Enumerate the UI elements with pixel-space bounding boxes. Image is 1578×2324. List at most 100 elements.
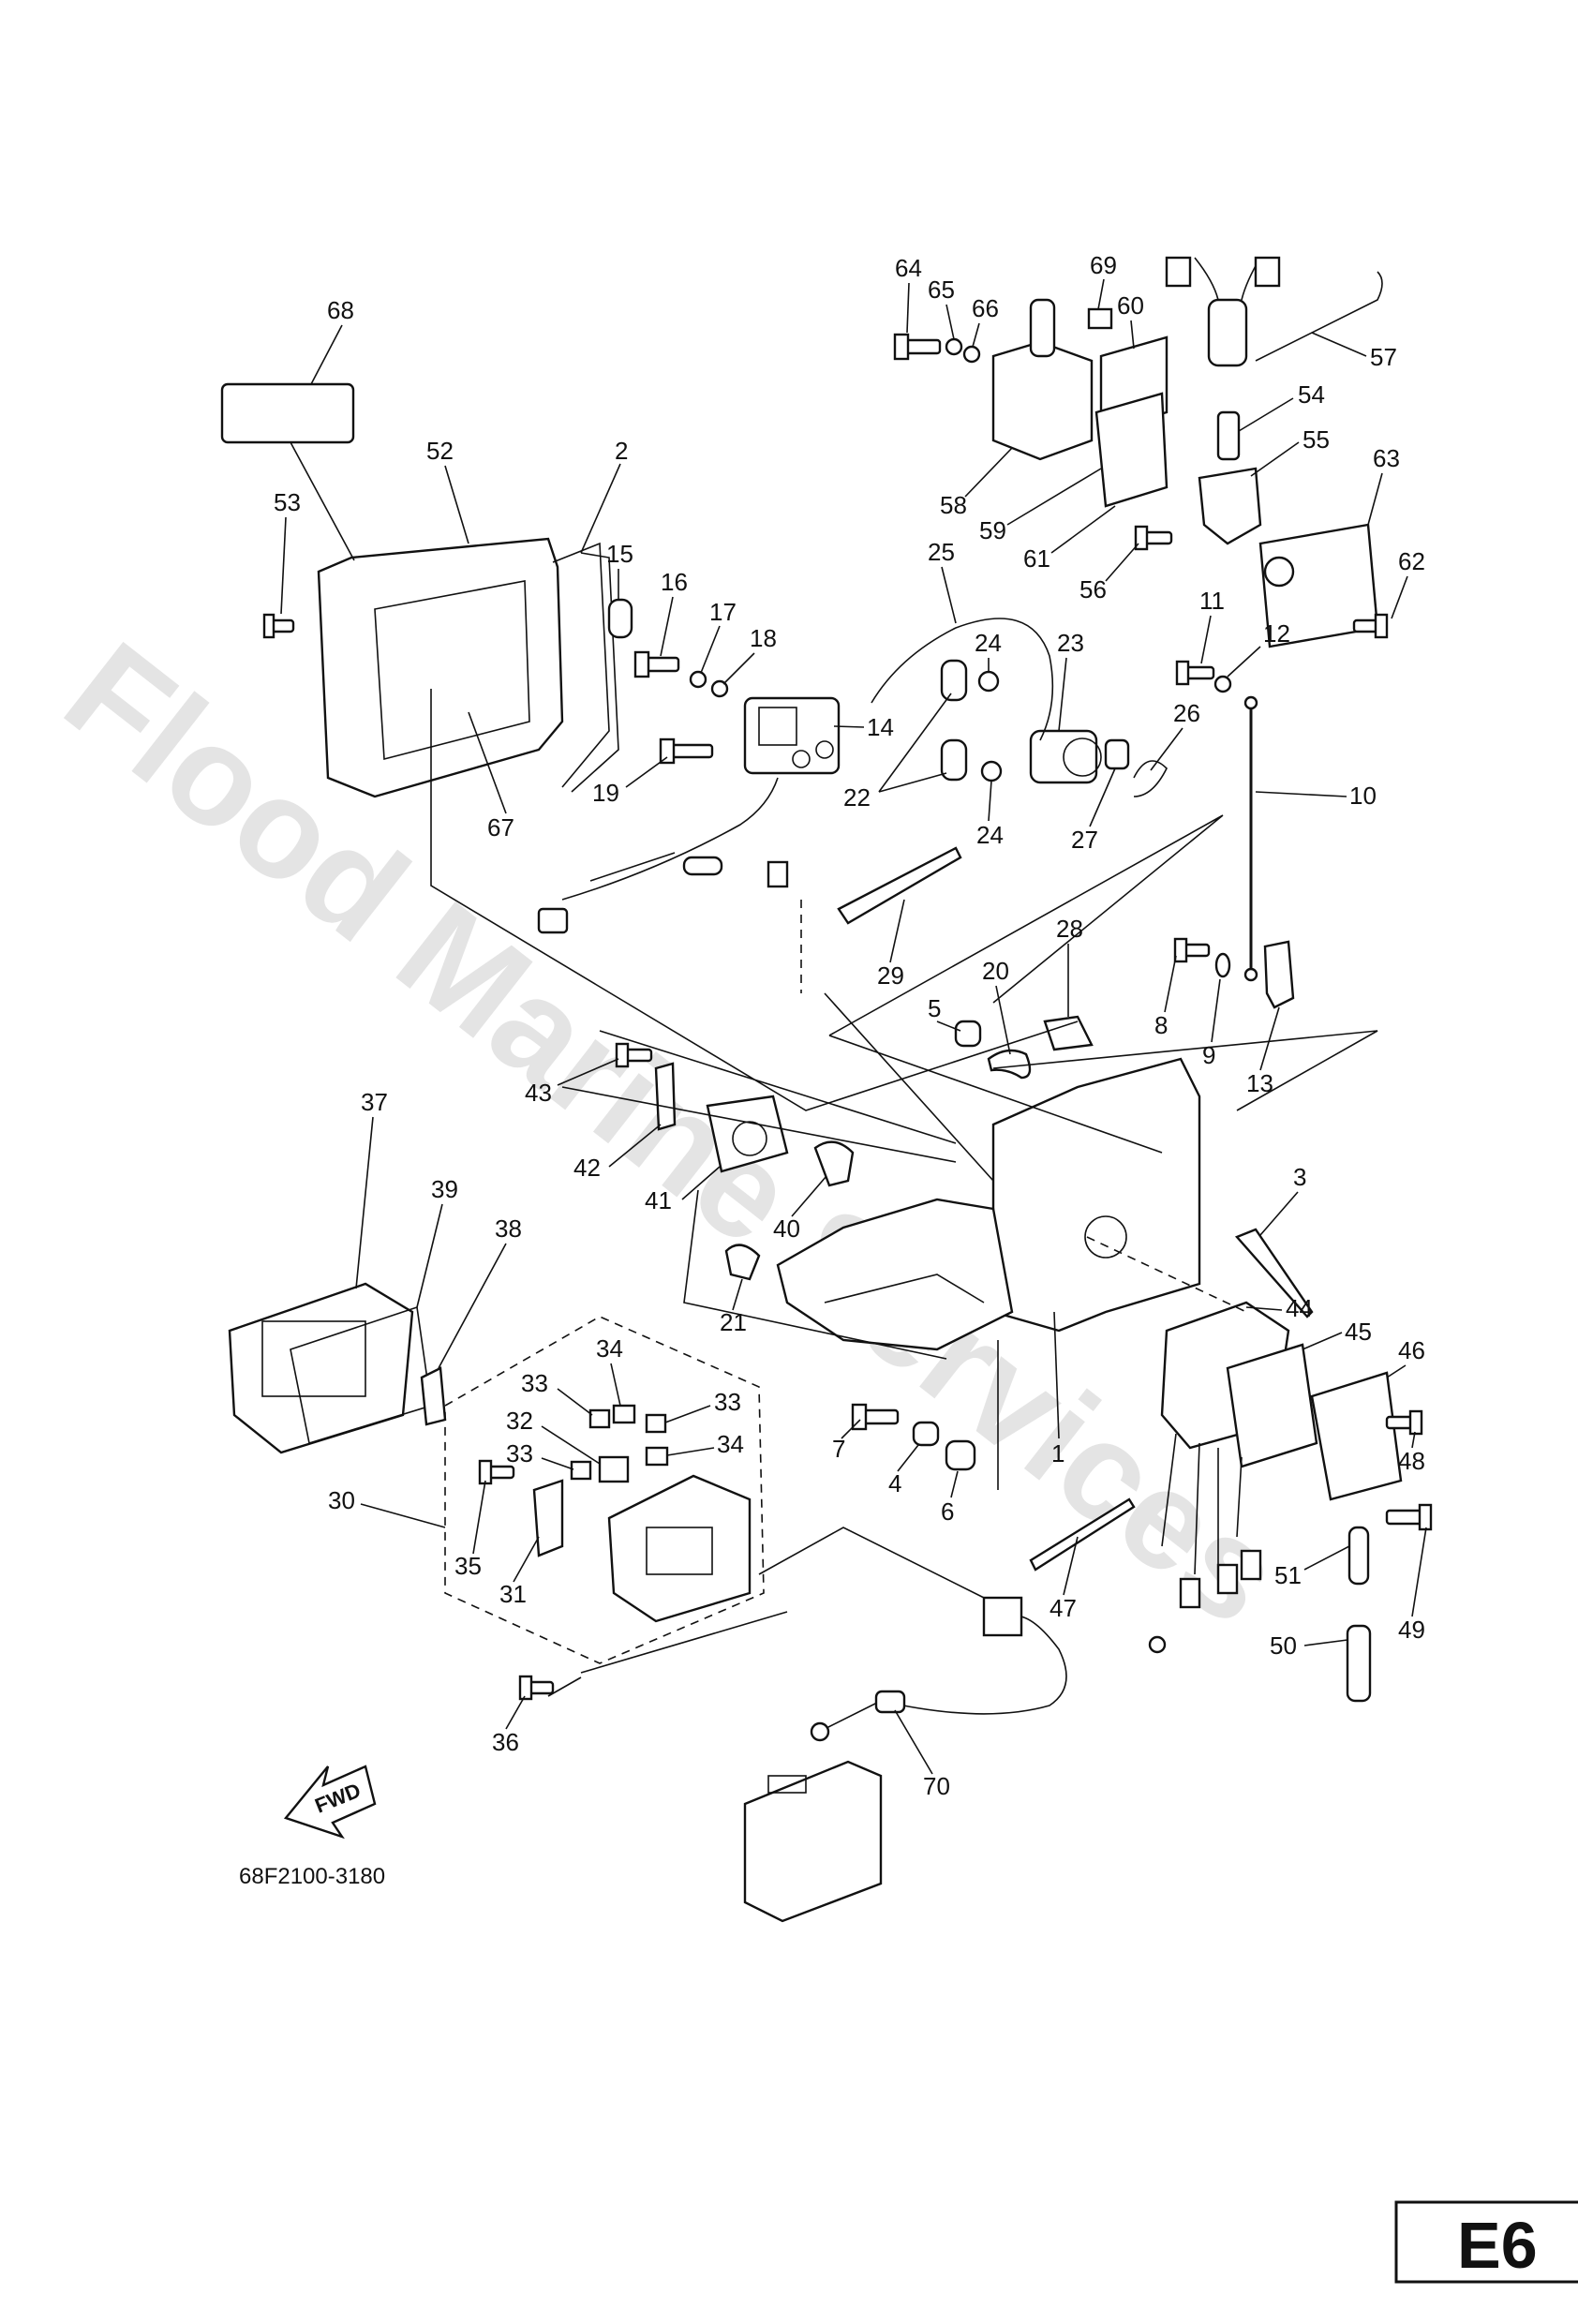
callout-59: 59 [979,516,1006,544]
callout-12: 12 [1263,619,1290,648]
cable-tie-47 [1029,1497,1136,1572]
holder-28 [1043,1015,1094,1051]
callout-63: 63 [1373,444,1400,472]
battery [743,1760,883,1923]
cover-52 [317,537,619,798]
grommet-5 [954,1020,982,1048]
fwd-arrow-icon: FWD [283,1765,377,1840]
holder-59 [1094,392,1169,508]
part-27 [1104,738,1130,770]
group-30-outline [444,1316,765,1664]
callout-62: 62 [1398,547,1425,575]
callout-21: 21 [720,1308,747,1336]
coupler-33b [645,1413,667,1434]
callout-67: 67 [487,813,514,842]
label-plate-68 [220,382,355,444]
callout-27: 27 [1071,826,1098,854]
relay-14 [743,696,841,775]
callout-8: 8 [1154,1011,1168,1039]
bolt-7 [851,1403,900,1431]
bolt-64 [893,333,942,361]
coil-58 [991,298,1094,461]
bracket-13 [1263,940,1295,1009]
callout-39: 39 [431,1175,458,1203]
callout-25: 25 [928,538,955,566]
diagram-code: 68F2100-3180 [239,1864,385,1889]
callout-69: 69 [1090,251,1117,279]
part-69 [1087,307,1113,330]
callout-7: 7 [832,1435,845,1463]
nut-24a [977,670,1000,693]
bolt-36 [518,1675,555,1701]
part-drawings: FWD [220,256,1433,1923]
cdi-unit-30 [607,1474,752,1623]
tube-50 [1346,1624,1372,1703]
coupler-32 [598,1455,630,1483]
callout-23: 23 [1057,629,1084,657]
tie-57 [1255,271,1383,362]
callout-34b: 34 [717,1430,744,1458]
callout-5: 5 [928,994,941,1022]
callout-40: 40 [773,1214,800,1243]
callout-45: 45 [1345,1318,1372,1346]
bracket-1 [776,1057,1201,1351]
callout-37: 37 [361,1088,388,1116]
callout-9: 9 [1202,1041,1215,1069]
callout-18: 18 [750,624,777,652]
boot-22a [940,659,968,702]
callout-1: 1 [1051,1439,1064,1467]
cover-46 [1310,1371,1403,1501]
callout-53: 53 [274,488,301,516]
cable-tie-29 [837,846,962,925]
callout-50: 50 [1270,1631,1297,1660]
callout-19: 19 [592,779,619,807]
callout-24: 24 [975,629,1002,657]
collar-4 [912,1421,940,1447]
clip-26 [1133,760,1168,797]
callout-34: 34 [596,1334,623,1363]
callout-24b: 24 [976,821,1004,849]
callout-68: 68 [327,296,354,324]
callout-38: 38 [495,1214,522,1243]
callout-6: 6 [941,1497,954,1526]
callout-56: 56 [1079,575,1107,603]
callout-33: 33 [521,1369,548,1397]
wire-25 [871,618,1054,741]
callout-47: 47 [1050,1594,1077,1622]
bolt-16 [633,650,680,678]
callouts: 1 2 3 4 5 6 7 8 9 10 11 12 13 14 15 16 1… [274,251,1427,1800]
callout-2: 2 [615,437,628,465]
callout-14: 14 [867,713,894,741]
bolt-48 [1385,1409,1423,1436]
clamp-20 [987,1049,1032,1080]
coupler-34b [645,1446,669,1467]
callout-44: 44 [1286,1294,1313,1322]
assembly-lines [430,689,1378,1697]
callout-30: 30 [328,1486,355,1514]
coupler-34a [612,1404,636,1424]
screw-3 [1234,1228,1314,1318]
callout-32: 32 [506,1407,533,1435]
callout-28: 28 [1056,915,1083,943]
battery-cable-70 [810,1596,1067,1742]
callout-36: 36 [492,1728,519,1756]
washer-12 [1213,675,1232,693]
callout-64: 64 [895,254,922,282]
callout-52: 52 [426,437,454,465]
clip-38 [420,1366,447,1426]
bolt-56 [1134,525,1173,551]
callout-33c: 33 [506,1439,533,1467]
callout-41: 41 [645,1186,672,1214]
callout-13: 13 [1246,1069,1273,1097]
bolt-49 [1385,1503,1433,1531]
page-label: E6 [1457,2209,1538,2282]
cover-37 [228,1282,414,1454]
bolt-8 [1173,937,1211,963]
callout-22: 22 [843,783,871,812]
coupler-33a [588,1408,611,1429]
callout-33b: 33 [714,1388,741,1416]
callout-20: 20 [982,957,1009,985]
callout-46: 46 [1398,1336,1425,1364]
nut-24b [980,760,1003,782]
bolt-19 [659,737,714,765]
